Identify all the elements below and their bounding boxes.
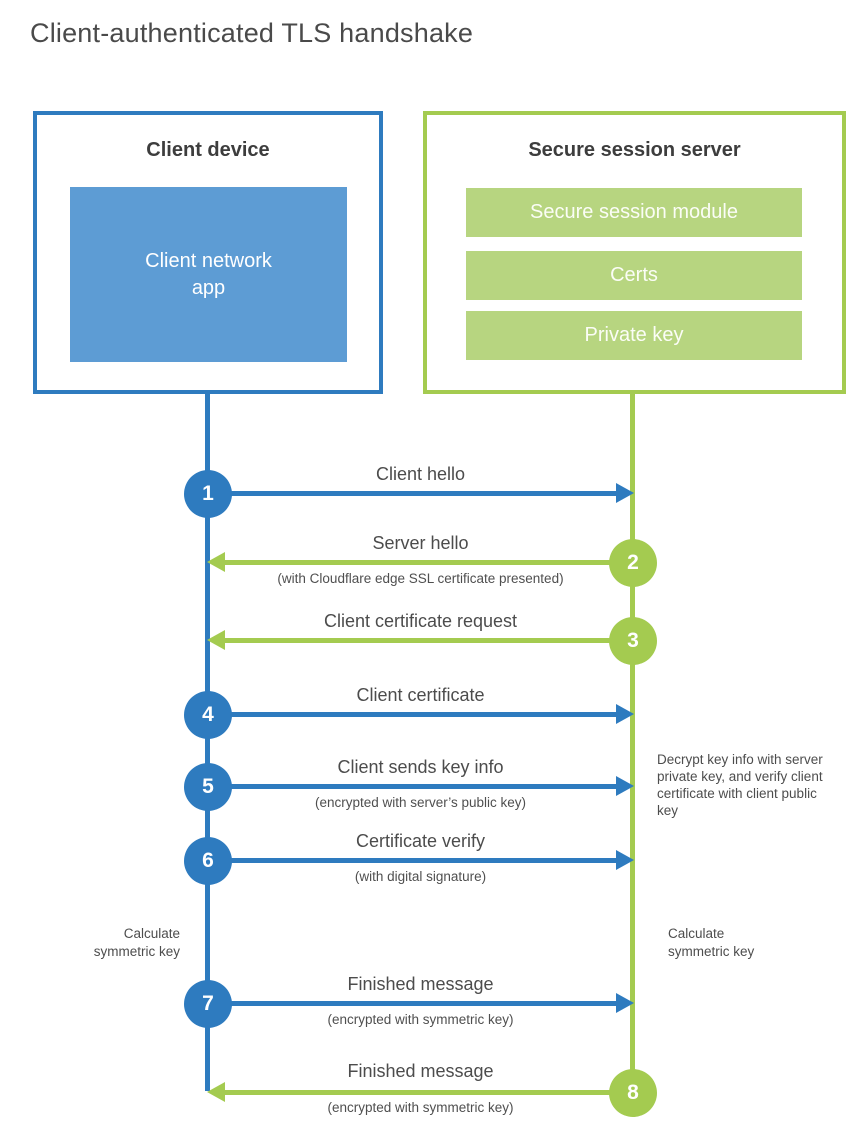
message-label-certificate-verify: Certificate verify <box>355 831 486 851</box>
step-circle-5: 5 <box>184 763 232 811</box>
message-label-client-sends-key-info: Client sends key info <box>337 757 504 777</box>
client-device-title: Client device <box>146 139 270 161</box>
arrow-head-left-icon <box>207 630 225 650</box>
arrow-head-left-icon <box>207 1082 225 1102</box>
arrow-head-right-icon <box>616 993 634 1013</box>
server-module-private-key: Private key <box>466 311 802 360</box>
arrow-line-client-hello <box>208 491 618 496</box>
message-sub-client-sends-key-info: (encrypted with server’s public key) <box>314 795 527 810</box>
message-label-client-certificate: Client certificate <box>356 685 485 705</box>
arrow-head-right-icon <box>616 850 634 870</box>
message-sub-certificate-verify: (with digital signature) <box>354 869 487 884</box>
arrow-line-client-sends-key-info <box>208 784 618 789</box>
step-circle-2: 2 <box>609 539 657 587</box>
step-circle-4: 4 <box>184 691 232 739</box>
client-device-box: Client device Client network app <box>33 111 383 394</box>
server-lifeline <box>630 392 635 1093</box>
secure-session-server-title: Secure session server <box>528 139 741 161</box>
arrow-line-finished-message-server <box>224 1090 633 1095</box>
message-sub-server-hello: (with Cloudflare edge SSL certificate pr… <box>277 571 564 586</box>
client-network-app-box: Client network app <box>70 187 347 362</box>
note-calculate-symmetric-key-server: Calculate symmetric key <box>668 926 755 959</box>
step-circle-3: 3 <box>609 617 657 665</box>
arrow-line-certificate-verify <box>208 858 618 863</box>
message-label-finished-message-client: Finished message <box>347 974 494 994</box>
arrow-line-finished-message-client <box>208 1001 618 1006</box>
message-label-server-hello: Server hello <box>372 533 469 553</box>
arrow-line-server-hello <box>224 560 633 565</box>
secure-session-server-box: Secure session server Secure session mod… <box>423 111 846 394</box>
server-module-certs: Certs <box>466 251 802 300</box>
message-sub-finished-message-client: (encrypted with symmetric key) <box>327 1012 514 1027</box>
arrow-head-right-icon <box>616 704 634 724</box>
message-label-client-certificate-request: Client certificate request <box>323 611 518 631</box>
step-circle-1: 1 <box>184 470 232 518</box>
arrow-line-client-certificate <box>208 712 618 717</box>
step-circle-8: 8 <box>609 1069 657 1117</box>
client-lifeline <box>205 392 210 1091</box>
message-sub-finished-message-server: (encrypted with symmetric key) <box>327 1100 514 1115</box>
arrow-line-client-certificate-request <box>224 638 633 643</box>
note-decrypt-key-info: Decrypt key info with server private key… <box>657 752 823 819</box>
message-label-finished-message-server: Finished message <box>347 1061 494 1081</box>
step-circle-6: 6 <box>184 837 232 885</box>
arrow-head-right-icon <box>616 483 634 503</box>
arrow-head-left-icon <box>207 552 225 572</box>
server-module-secure-session-module: Secure session module <box>466 188 802 237</box>
note-calculate-symmetric-key-client: Calculate symmetric key <box>93 926 180 959</box>
page-title: Client-authenticated TLS handshake <box>30 18 474 48</box>
arrow-head-right-icon <box>616 776 634 796</box>
message-label-client-hello: Client hello <box>375 464 466 484</box>
step-circle-7: 7 <box>184 980 232 1028</box>
